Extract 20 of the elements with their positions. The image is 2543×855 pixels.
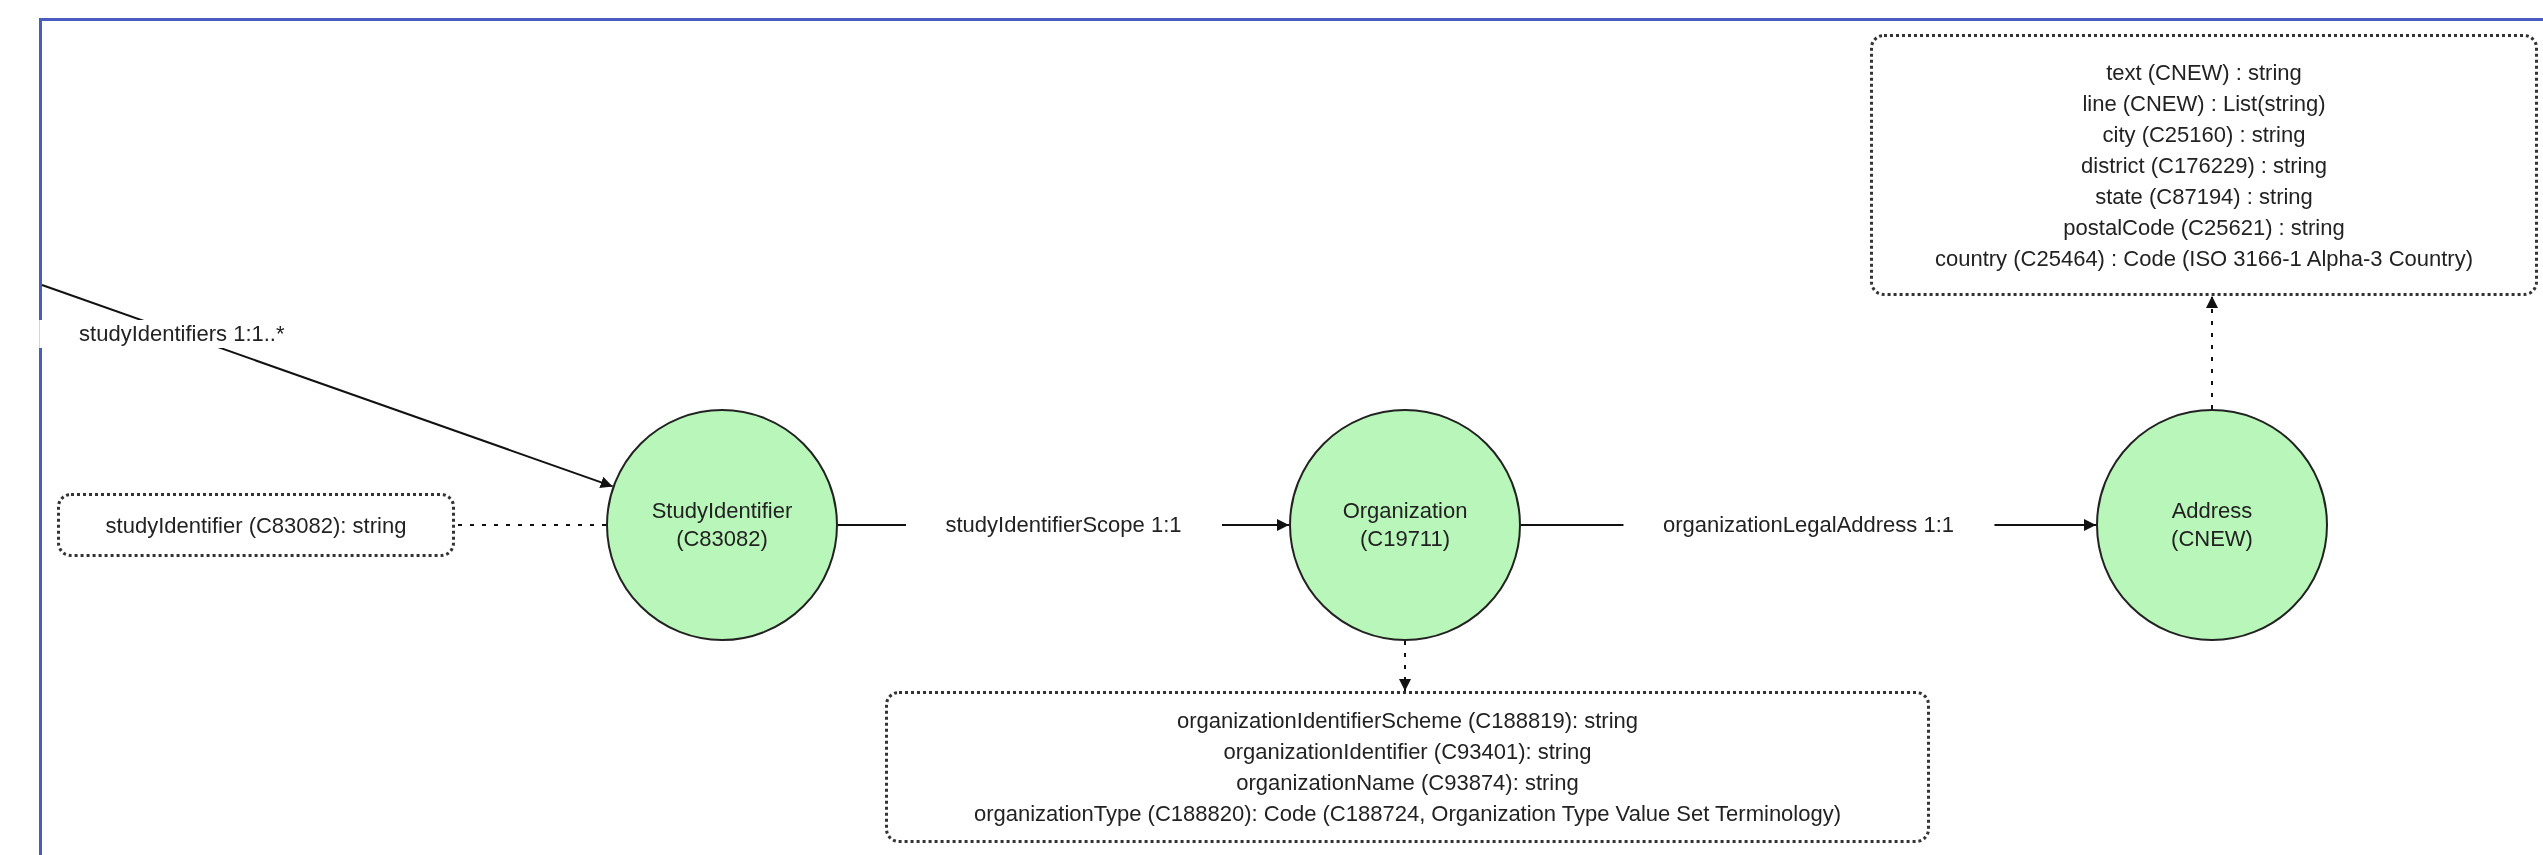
attribute-text: text (CNEW) : string bbox=[2106, 58, 2302, 87]
arrow bbox=[2206, 295, 2218, 410]
attribute-text: organizationType (C188820): Code (C188724, Organization Type Value Set Terminology) bbox=[973, 800, 1842, 828]
attribute-text: organizationName (C93874): string bbox=[1236, 769, 1579, 797]
attribute-text: postalCode (C25621) : string bbox=[2063, 213, 2345, 242]
attribute-text: line (CNEW) : List(string) bbox=[2082, 89, 2326, 118]
attribute-text: city (C25160) : string bbox=[2102, 120, 2306, 149]
entity-label: Address (CNEW) bbox=[2170, 497, 2254, 553]
entity-label: Organization (C19711) bbox=[1341, 497, 1469, 553]
entity-label: StudyIdentifier (C83082) bbox=[650, 497, 794, 553]
attribute-text: country (C25464) : Code (ISO 3166-1 Alpha-3 Country) bbox=[1934, 244, 2474, 273]
attribute-text: organizationIdentifier (C93401): string bbox=[1223, 738, 1592, 766]
attribute-box bbox=[57, 493, 455, 557]
attribute-text: studyIdentifier (C83082): string bbox=[105, 511, 407, 540]
attribute-text: state (C87194) : string bbox=[2095, 182, 2313, 211]
attribute-text: district (C176229) : string bbox=[2081, 151, 2327, 180]
attribute-text: organizationIdentifierScheme (C188819): string bbox=[1176, 707, 1638, 735]
attribute-box bbox=[885, 691, 1930, 843]
attribute-box bbox=[1870, 34, 2538, 296]
arrow bbox=[1399, 640, 1411, 692]
